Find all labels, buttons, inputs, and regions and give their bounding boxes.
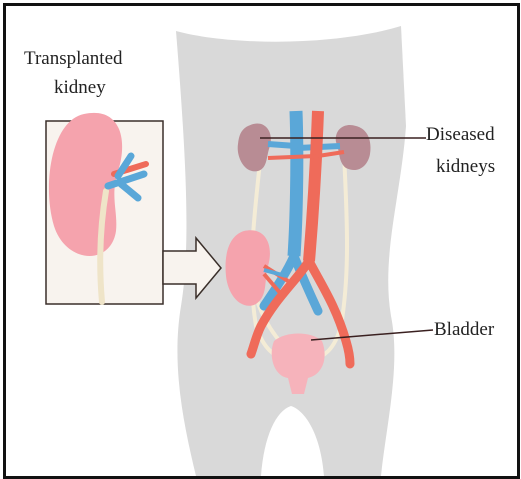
transplanted-kidney-label-line2: kidney [54,77,106,99]
transplanted-kidney-label-line1: Transplanted [24,48,123,70]
diagram-frame: Transplanted kidney Diseased kidneys Bla… [3,3,520,479]
vena-cava [294,111,297,256]
transplanted-kidney [226,230,270,306]
bladder-label: Bladder [434,319,494,341]
diseased-kidneys-label-line2: kidneys [436,156,495,178]
diseased-kidneys-label-line1: Diseased [426,124,495,146]
